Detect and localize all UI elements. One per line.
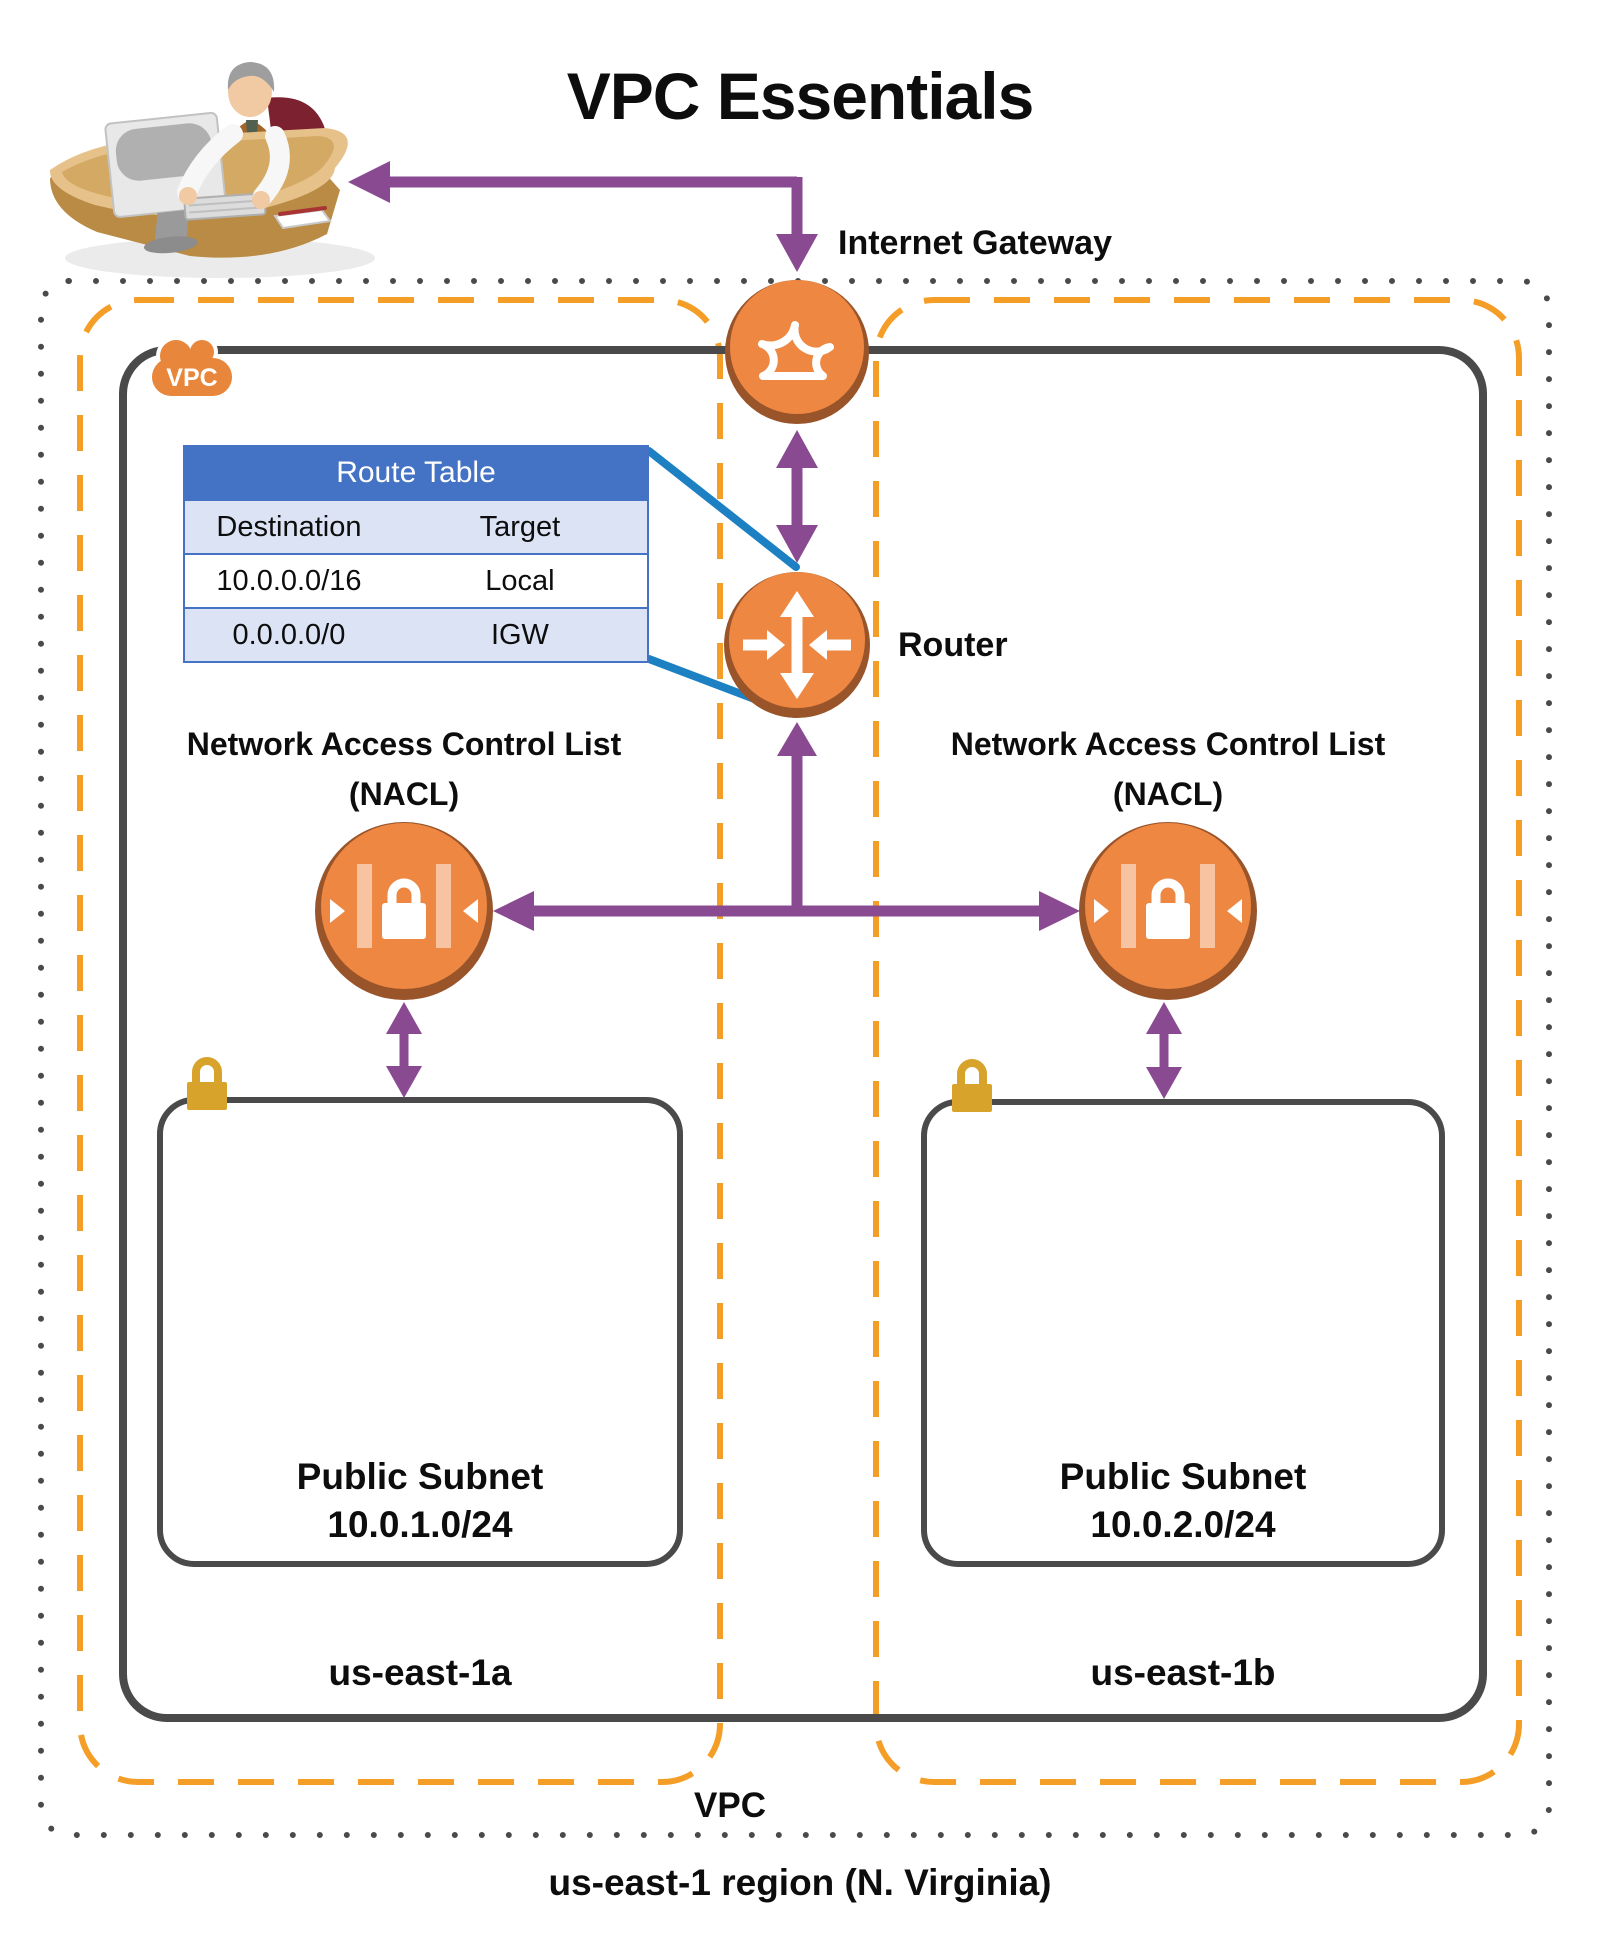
keyboard <box>183 192 267 221</box>
nacl-left-label-line1: Network Access Control List <box>186 726 622 762</box>
nacl-left-icon <box>315 822 493 1000</box>
arrowhead-up <box>777 722 817 756</box>
arrowhead-down <box>776 234 818 272</box>
vpc-badge-label: VPC <box>166 364 217 392</box>
cloud-icon <box>758 321 834 380</box>
arrowhead-left <box>348 161 390 203</box>
internet-gateway-label: Internet Gateway <box>838 224 1112 262</box>
availability-zone-right-boundary <box>873 297 1522 1785</box>
arrowhead-down <box>386 1066 422 1098</box>
az-left-label: us-east-1a <box>328 1652 512 1693</box>
arrowhead-right <box>1039 891 1080 931</box>
vpc-badge: VPC <box>148 336 236 400</box>
arm <box>253 126 290 206</box>
user-to-igw-arrow <box>348 161 818 272</box>
router-icon <box>724 572 870 718</box>
region-label: us-east-1 region (N. Virginia) <box>548 1862 1052 1903</box>
public-subnet-right-box <box>921 1099 1445 1567</box>
nacl-right-label-line1: Network Access Control List <box>950 726 1386 762</box>
route-table-col-destination: Destination <box>216 510 362 543</box>
arrowhead-left <box>493 891 534 931</box>
pen <box>278 206 327 216</box>
nacl-right-icon <box>1079 822 1257 1000</box>
subnet-right-label: Public Subnet 10.0.2.0/24 <box>1060 1453 1307 1549</box>
arrowhead-up <box>776 430 818 468</box>
nacl-lock-glyph <box>1094 864 1242 948</box>
subnet-right-name: Public Subnet <box>1059 1456 1307 1497</box>
route-table-column-header-row: Destination Target <box>185 499 647 553</box>
router-arrows-glyph <box>743 591 851 699</box>
arrowhead-down <box>1146 1067 1182 1099</box>
user-at-computer-illustration <box>49 62 375 278</box>
vpc-bottom-label: VPC <box>694 1786 766 1825</box>
nacl-right-label: Network Access Control List (NACL) <box>951 719 1385 819</box>
nacl-to-nacl-arrow <box>493 891 1080 931</box>
traffic-arrows <box>348 161 1182 1099</box>
availability-zone-left-boundary <box>77 297 723 1785</box>
page-title: VPC Essentials <box>566 59 1035 133</box>
subnet-left-cidr: 10.0.1.0/24 <box>327 1504 513 1545</box>
route-table-row: 0.0.0.0/0 IGW <box>185 607 647 661</box>
route-destination: 10.0.0.0/16 <box>216 564 362 597</box>
junction-to-router-arrow <box>777 722 817 916</box>
subnet-left-name: Public Subnet <box>296 1456 544 1497</box>
igw-router-arrow <box>776 430 818 563</box>
az-right-label: us-east-1b <box>1090 1652 1276 1693</box>
route-table-col-target: Target <box>479 510 561 543</box>
nacl-right-label-line2: (NACL) <box>1112 776 1224 812</box>
route-table-row: 10.0.0.0/16 Local <box>185 553 647 607</box>
subnet-left-label: Public Subnet 10.0.1.0/24 <box>297 1453 544 1549</box>
public-subnet-left-box <box>157 1097 683 1567</box>
nacl-left-label: Network Access Control List (NACL) <box>187 719 621 819</box>
nacl-left-label-line2: (NACL) <box>348 776 460 812</box>
arrowhead-up <box>1146 1002 1182 1034</box>
route-target: Local <box>485 564 555 597</box>
route-target: IGW <box>490 618 549 651</box>
route-table: Route Table Destination Target 10.0.0.0/… <box>183 445 649 663</box>
nacl-lock-glyph <box>330 864 478 948</box>
router-label: Router <box>898 626 1008 664</box>
subnet-right-cidr: 10.0.2.0/24 <box>1090 1504 1276 1545</box>
nacl-right-subnet-arrow <box>1146 1002 1182 1099</box>
nacl-left-subnet-arrow <box>386 1002 422 1098</box>
internet-gateway-icon <box>725 280 869 424</box>
arrowhead-up <box>386 1002 422 1034</box>
route-table-title: Route Table <box>185 447 647 499</box>
subnet-right-lock-icon <box>952 1059 992 1112</box>
arm <box>177 124 243 202</box>
subnet-left-lock-icon <box>187 1057 227 1110</box>
arrowhead-down <box>776 525 818 563</box>
route-destination: 0.0.0.0/0 <box>232 618 346 651</box>
